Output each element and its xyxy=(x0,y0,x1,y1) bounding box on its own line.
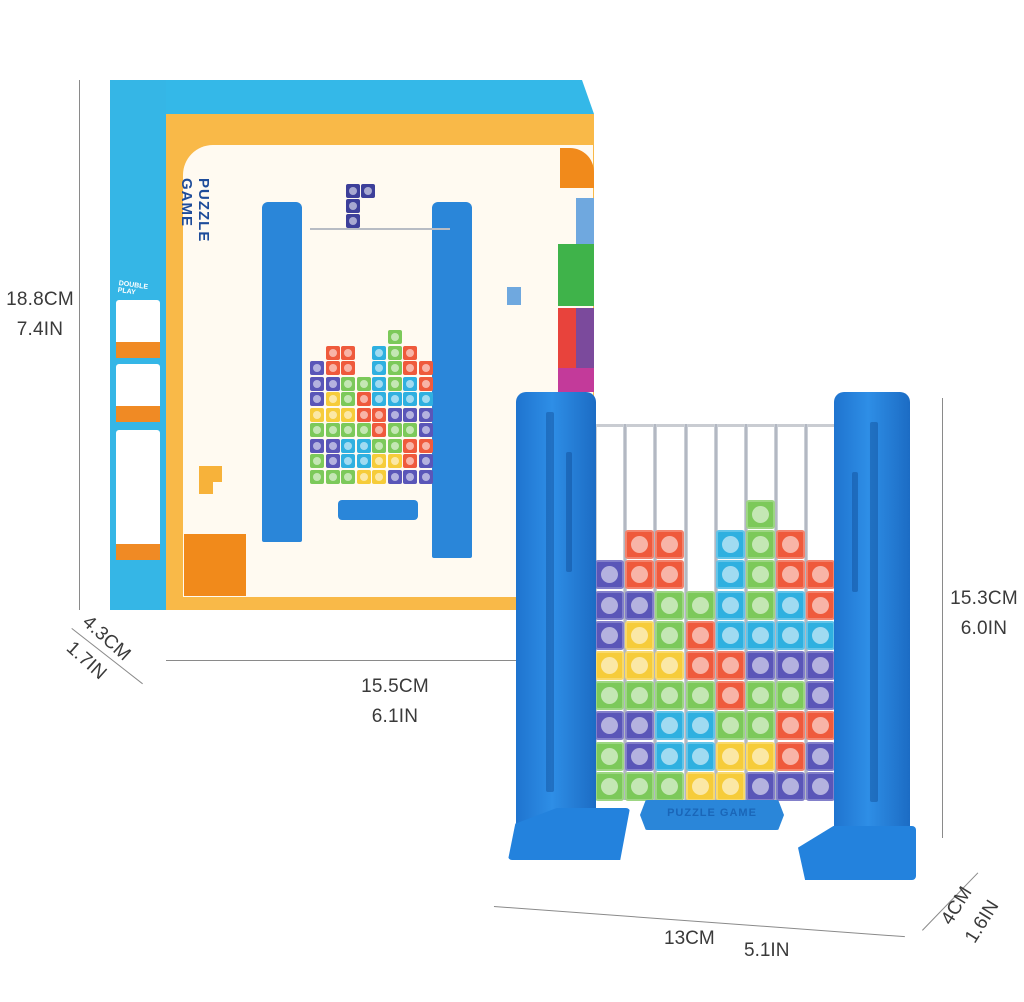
block-green xyxy=(625,771,655,801)
box-top-face xyxy=(110,80,594,114)
block-purple xyxy=(776,651,806,680)
mini-toy-right-post xyxy=(432,202,472,558)
block-red xyxy=(655,560,685,590)
right-foot xyxy=(798,826,916,880)
block-green xyxy=(655,681,685,711)
block-cyan xyxy=(655,711,685,741)
block-green xyxy=(595,771,624,801)
block-red xyxy=(776,560,806,590)
block-yellow xyxy=(625,620,655,650)
block-cyan xyxy=(776,590,806,620)
block-red xyxy=(655,530,685,560)
block-cyan xyxy=(715,560,745,590)
block-purple xyxy=(746,771,775,801)
toy-height-line xyxy=(942,398,943,838)
block-purple xyxy=(746,651,775,680)
toy-depth-label: 4CM 1.6IN xyxy=(937,882,1004,947)
block-purple xyxy=(595,560,624,590)
block-cyan xyxy=(776,620,806,650)
block-cyan xyxy=(715,590,745,620)
mini-toy-left-post xyxy=(262,202,302,542)
block-cyan xyxy=(715,620,745,650)
block-green xyxy=(715,711,745,741)
right-post xyxy=(834,392,910,852)
block-green xyxy=(746,560,775,590)
block-red xyxy=(685,620,715,650)
block-green xyxy=(776,681,806,711)
block-purple xyxy=(595,590,624,620)
block-purple xyxy=(806,681,836,711)
block-yellow xyxy=(655,651,685,680)
toy-width-cm: 13CM xyxy=(664,928,715,949)
side-card-toy-image xyxy=(116,430,160,560)
block-purple xyxy=(625,741,655,771)
base-plate: PUZZLE GAME xyxy=(640,800,784,830)
block-green xyxy=(746,500,775,529)
block-red xyxy=(806,560,836,590)
mini-toy-base xyxy=(338,500,418,520)
block-green xyxy=(685,590,715,620)
block-red xyxy=(715,651,745,680)
block-red xyxy=(715,681,745,711)
block-yellow xyxy=(715,741,745,771)
block-purple xyxy=(776,771,806,801)
block-red xyxy=(625,530,655,560)
block-cyan xyxy=(655,741,685,771)
falling-piece-block xyxy=(346,184,360,198)
block-green xyxy=(746,681,775,711)
block-green xyxy=(625,681,655,711)
block-green xyxy=(595,741,624,771)
block-green xyxy=(595,681,624,711)
block-purple xyxy=(625,590,655,620)
block-purple xyxy=(595,620,624,650)
block-green xyxy=(655,771,685,801)
block-yellow xyxy=(685,771,715,801)
toy-height-label: 15.3CM 6.0IN xyxy=(950,588,1018,639)
floating-tetromino xyxy=(507,287,521,305)
side-card-question xyxy=(116,364,160,422)
left-post xyxy=(516,392,596,840)
block-cyan xyxy=(715,530,745,560)
block-cyan xyxy=(685,711,715,741)
box-height-line xyxy=(79,80,80,610)
box-height-label: 18.8CM 7.4IN xyxy=(6,289,74,340)
block-purple xyxy=(806,771,836,801)
toy-width-in: 5.1IN xyxy=(744,940,790,961)
box-title: PUZZLE GAME xyxy=(178,178,212,243)
block-red xyxy=(776,530,806,560)
block-yellow xyxy=(595,651,624,680)
block-red xyxy=(776,711,806,741)
block-green xyxy=(746,711,775,741)
block-purple xyxy=(595,711,624,741)
box-width-label: 15.5CM 6.1IN xyxy=(361,676,429,727)
falling-piece-block xyxy=(346,199,360,213)
block-green xyxy=(685,681,715,711)
block-purple xyxy=(806,741,836,771)
block-yellow xyxy=(625,651,655,680)
block-red xyxy=(685,651,715,680)
block-green xyxy=(655,620,685,650)
falling-piece-block xyxy=(361,184,375,198)
box-width-line xyxy=(166,660,522,661)
block-red xyxy=(776,741,806,771)
falling-piece-block xyxy=(346,214,360,228)
block-purple xyxy=(806,651,836,680)
box-depth-label: 4.3CM 1.7IN xyxy=(62,611,135,685)
block-purple xyxy=(625,711,655,741)
side-card-double-play xyxy=(116,300,160,358)
block-green xyxy=(655,590,685,620)
orange-square xyxy=(184,534,246,596)
block-cyan xyxy=(685,741,715,771)
block-red xyxy=(806,590,836,620)
block-red xyxy=(625,560,655,590)
block-red xyxy=(806,711,836,741)
block-green xyxy=(746,590,775,620)
block-yellow xyxy=(746,741,775,771)
block-green xyxy=(746,530,775,560)
block-cyan xyxy=(806,620,836,650)
block-cyan xyxy=(746,620,775,650)
block-yellow xyxy=(715,771,745,801)
